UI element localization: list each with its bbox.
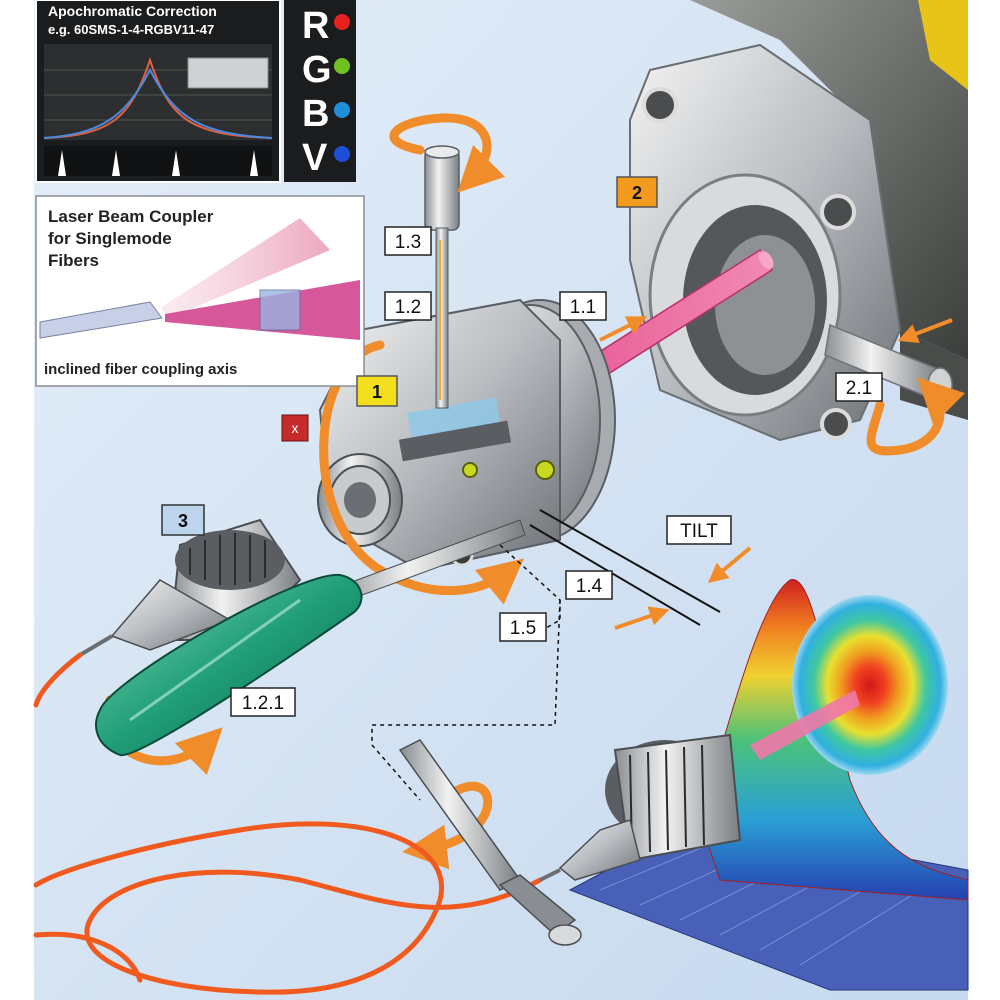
rgbv-letter-v: V	[302, 137, 328, 179]
badge-1: 1	[356, 375, 398, 407]
rotate-arrow-icon	[402, 781, 493, 870]
lens-icon	[187, 57, 269, 89]
fiber-connector-output	[539, 733, 742, 882]
beam-profile	[568, 579, 969, 991]
red-dot-icon	[334, 14, 350, 30]
label-2-1-text: 2.1	[846, 378, 872, 399]
blue-dot-icon	[334, 102, 350, 118]
badge-x: x	[281, 414, 309, 442]
label-1-2-1-text: 1.2.1	[242, 693, 284, 714]
rgbv-letter-g: G	[302, 49, 332, 91]
coupler-title: Laser Beam Coupler	[48, 207, 214, 226]
adjustment-rod	[424, 145, 460, 409]
badge-1-text: 1	[372, 382, 382, 402]
rotate-arrow-icon	[866, 377, 965, 456]
screwdriver	[95, 519, 526, 757]
badge-2: 2	[616, 176, 658, 208]
label-1-4: 1.4	[565, 570, 613, 600]
label-1-1: 1.1	[559, 291, 607, 321]
label-tilt-text: TILT	[680, 521, 718, 542]
label-1-2: 1.2	[384, 291, 432, 321]
violet-dot-icon	[334, 146, 350, 162]
coupler-caption: inclined fiber coupling axis	[44, 361, 237, 378]
label-2-1: 2.1	[835, 372, 883, 402]
green-dot-icon	[334, 58, 350, 74]
screw-hole-icon	[820, 194, 856, 230]
label-1-2-text: 1.2	[395, 297, 421, 318]
fiber-stub	[39, 301, 163, 339]
badge-3: 3	[161, 504, 205, 536]
badge-3-text: 3	[178, 511, 188, 531]
coupler-subtitle-2: Fibers	[48, 251, 99, 270]
rgbv-letter-b: B	[302, 93, 329, 135]
light-cone	[160, 218, 330, 318]
apochromatic-panel: Apochromatic Correction e.g. 60SMS-1-4-R…	[35, 0, 281, 183]
rgbv-letter-r: R	[302, 5, 329, 47]
badge-x-text: x	[292, 420, 299, 436]
badge-2-text: 2	[632, 183, 642, 203]
label-1-2-1: 1.2.1	[230, 687, 296, 717]
screw-hole-icon	[642, 87, 678, 123]
fiber-connector-3	[78, 518, 302, 657]
label-tilt: TILT	[666, 515, 732, 545]
rgbv-legend: R G B V	[284, 0, 356, 182]
tilt-lines	[529, 509, 721, 626]
label-1-3-text: 1.3	[395, 232, 421, 253]
lens-block	[259, 289, 301, 331]
coupler-subtitle: for Singlemode	[48, 229, 172, 248]
label-1-5: 1.5	[499, 612, 547, 642]
beam-coupler-body	[317, 298, 616, 572]
label-1-3: 1.3	[384, 226, 432, 256]
label-1-4-text: 1.4	[576, 576, 603, 597]
apochromatic-title: Apochromatic Correction	[48, 3, 217, 19]
apochromatic-model: e.g. 60SMS-1-4-RGBV11-47	[48, 22, 214, 37]
label-1-1-text: 1.1	[570, 297, 596, 318]
rotate-arrow-icon	[389, 113, 505, 193]
coupler-panel: Laser Beam Coupler for Singlemode Fibers…	[35, 195, 365, 387]
label-1-5-text: 1.5	[510, 618, 536, 639]
screw-hole-icon	[820, 408, 852, 440]
optical-fiber	[33, 652, 543, 995]
small-screwdriver	[398, 739, 582, 946]
